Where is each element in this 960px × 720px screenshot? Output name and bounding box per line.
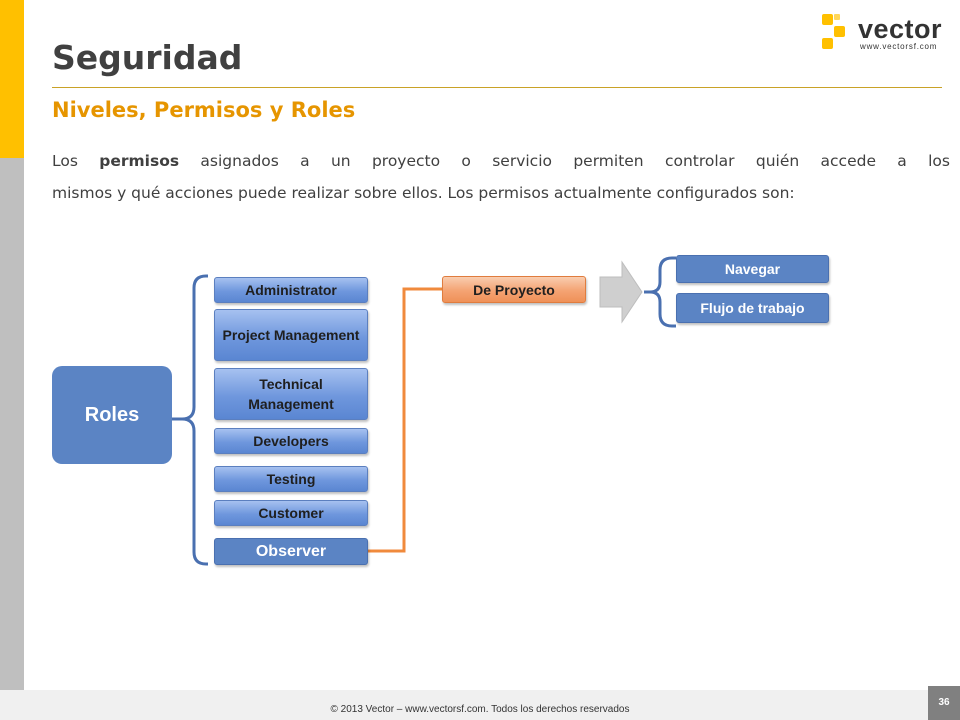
logo-text: vector	[858, 14, 943, 44]
paragraph-text: asignados a un proyecto o servicio permi…	[179, 152, 950, 170]
permissions-bracket	[644, 256, 676, 328]
role-customer: Customer	[214, 500, 368, 526]
permission-group-de-proyecto: De Proyecto	[442, 276, 586, 303]
footer-copyright: © 2013 Vector – www.vectorsf.com. Todos …	[330, 704, 630, 715]
page-title: Seguridad	[52, 38, 243, 77]
role-administrator: Administrator	[214, 277, 368, 303]
logo-mark-icon	[822, 14, 845, 49]
accent-strip-gold	[0, 0, 24, 158]
arrow-icon	[599, 260, 643, 324]
permission-flujo-de-trabajo: Flujo de trabajo	[676, 293, 829, 323]
title-divider	[52, 87, 942, 88]
vector-logo: vector www.vectorsf.com	[820, 12, 948, 56]
roles-node: Roles	[52, 366, 172, 464]
role-observer: Observer	[214, 538, 368, 565]
paragraph-emphasis: permisos	[99, 152, 180, 170]
role-testing: Testing	[214, 466, 368, 492]
page-number: 36	[928, 686, 960, 720]
footer-bar	[0, 690, 960, 720]
paragraph-text: Los	[52, 152, 100, 170]
roles-bracket	[172, 274, 208, 566]
role-project-management: Project Management	[214, 309, 368, 361]
intro-paragraph: Los permisos asignados a un proyecto o s…	[52, 145, 950, 209]
accent-strip-gray	[0, 158, 24, 720]
paragraph-line-1: Los permisos asignados a un proyecto o s…	[52, 145, 950, 177]
permission-navegar: Navegar	[676, 255, 829, 283]
role-technical-management: Technical Management	[214, 368, 368, 420]
observer-connector	[368, 287, 442, 553]
paragraph-line-2: mismos y qué acciones puede realizar sob…	[52, 184, 795, 202]
role-developers: Developers	[214, 428, 368, 454]
logo-url: www.vectorsf.com	[860, 42, 938, 51]
page-subtitle: Niveles, Permisos y Roles	[52, 98, 356, 122]
